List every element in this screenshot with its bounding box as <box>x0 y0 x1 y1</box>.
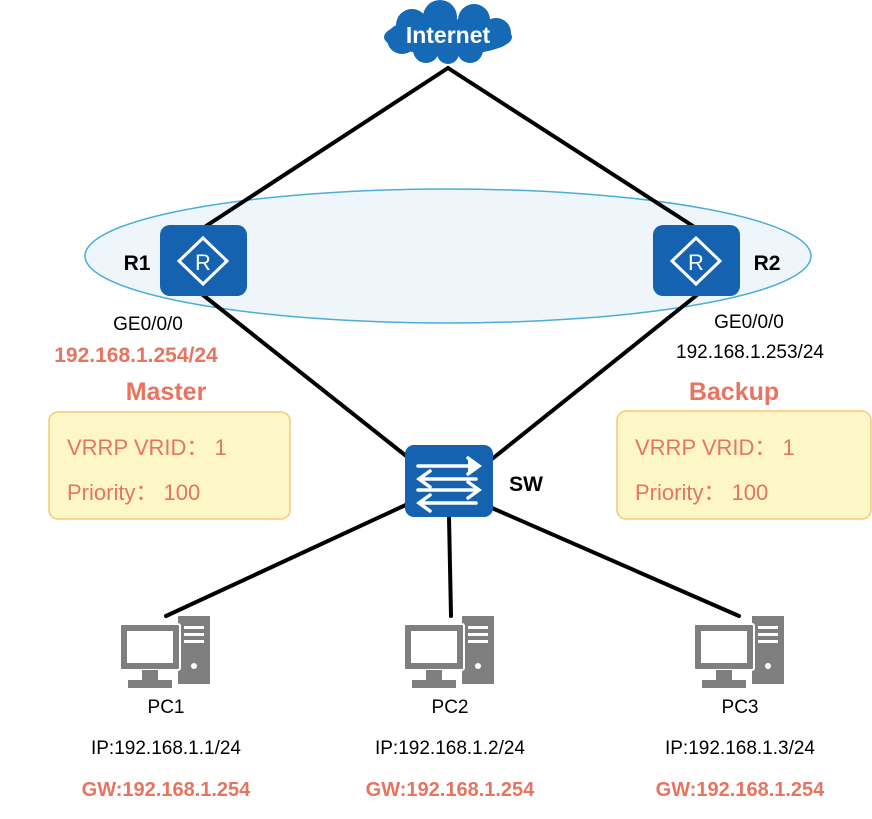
r2-ip: 192.168.1.253/24 <box>676 342 824 363</box>
internet-cloud: Internet <box>384 0 512 64</box>
pc-name: PC2 <box>432 697 469 718</box>
router-icon: R <box>669 235 723 287</box>
computer-icon <box>693 616 784 688</box>
switch-arrows-icon <box>416 456 482 513</box>
link-r1-sw <box>201 293 412 461</box>
pc-gateway: GW:192.168.1.254 <box>82 779 252 801</box>
r1-ip: 192.168.1.254/24 <box>54 344 218 367</box>
switch-label: SW <box>509 473 543 496</box>
pc-gateway: GW:192.168.1.254 <box>366 779 536 801</box>
r1-vrrp-info-box: VRRP VRID： 1 Priority： 100 <box>48 411 291 520</box>
pc-name: PC1 <box>148 697 185 718</box>
r2-priority: Priority： 100 <box>635 480 768 505</box>
links <box>164 66 741 618</box>
r2-role: Backup <box>689 378 779 406</box>
pc-name: PC3 <box>722 697 759 718</box>
r1-role: Master <box>126 378 207 406</box>
switch-sw <box>405 445 493 517</box>
router-r1-label: R1 <box>124 252 151 275</box>
svg-text:R: R <box>195 250 211 275</box>
link-internet-r1 <box>201 66 450 230</box>
svg-text:R: R <box>688 250 704 275</box>
pcs: PC1IP:192.168.1.1/24GW:192.168.1.254PC2I… <box>82 616 826 801</box>
pc-ip: IP:192.168.1.2/24 <box>375 738 525 759</box>
pc-ip: IP:192.168.1.3/24 <box>665 738 815 759</box>
r2-interface: GE0/0/0 <box>714 312 784 333</box>
pc-ip: IP:192.168.1.1/24 <box>91 738 241 759</box>
r2-vrid: VRRP VRID： 1 <box>635 435 795 460</box>
vrrp-group-ellipse <box>84 188 812 324</box>
router-r2: R <box>653 225 740 296</box>
link-sw-pc1 <box>164 501 412 618</box>
link-sw-pc2 <box>447 515 453 618</box>
router-r1: R <box>160 225 247 296</box>
r1-priority: Priority： 100 <box>67 480 200 505</box>
router-icon: R <box>176 235 230 287</box>
r2-vrrp-info-box: VRRP VRID： 1 Priority： 100 <box>616 410 872 520</box>
link-sw-pc3 <box>490 506 741 618</box>
pc-gateway: GW:192.168.1.254 <box>656 779 826 801</box>
link-r2-sw <box>490 293 699 461</box>
computer-icon <box>119 616 210 688</box>
internet-label: Internet <box>406 22 491 48</box>
computer-icon <box>403 616 494 688</box>
r1-interface: GE0/0/0 <box>113 314 183 335</box>
r1-vrid: VRRP VRID： 1 <box>67 435 227 460</box>
link-internet-r2 <box>446 66 698 230</box>
router-r2-label: R2 <box>754 252 781 275</box>
